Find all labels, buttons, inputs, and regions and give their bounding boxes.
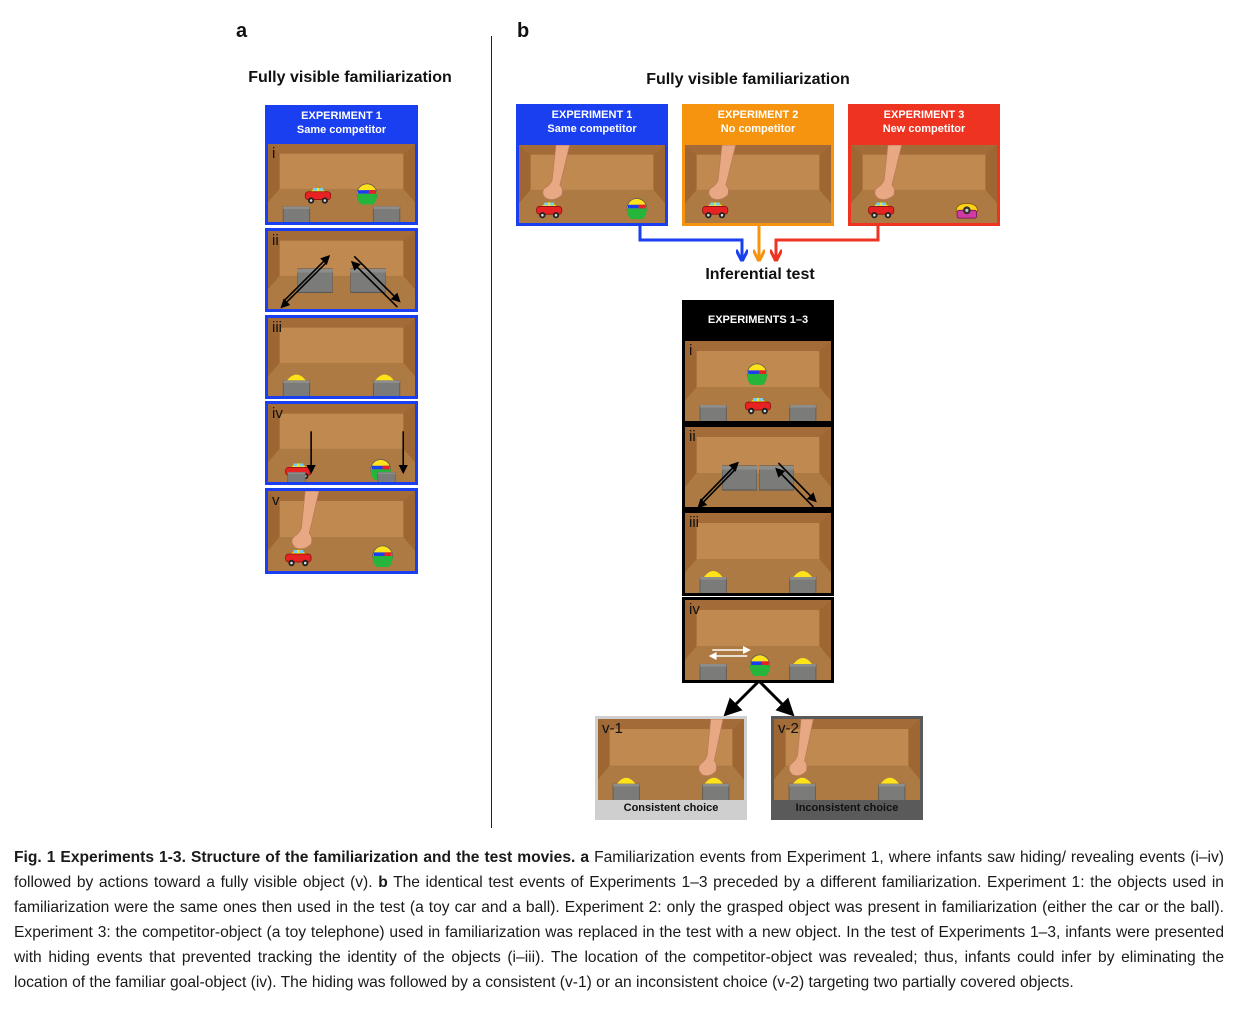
panel-a-heading: Fully visible familiarization [248,69,452,86]
choice-caption: Consistent choice [598,800,744,817]
arrow-to-consistent [723,680,760,717]
caption-a-label: a [580,849,590,866]
experiment-condition: Same competitor [547,123,637,135]
frame-number: iv [689,601,700,618]
choice-caption: Inconsistent choice [774,800,920,817]
experiment-title: EXPERIMENT 1 [551,109,633,121]
frame-test-ii: ii [682,424,834,510]
caption-title: Fig. 1 Experiments 1-3. Structure of the… [14,849,576,866]
frame-experiment-1 [516,142,668,226]
caption-a-text: Familiarization events from Experiment 1… [14,849,1224,891]
experiment-title: EXPERIMENT 2 [717,109,799,121]
frame-a-iv: iv [265,401,418,485]
frame-test-i: i [682,338,834,424]
experiment-arrows [638,226,880,270]
choice-label: v-1 [602,720,623,737]
test-experiments-header: EXPERIMENTS 1–3 [682,300,834,340]
frame-choice-inconsistent: v-2 Inconsistent choice [771,716,923,820]
panel-a-letter: a [236,20,248,42]
experiment-condition: No competitor [720,123,796,135]
figure-caption: Fig. 1 Experiments 1-3. Structure of the… [14,845,1224,995]
arrow-experiment-1 [638,226,742,258]
frame-number: v [272,492,280,509]
frame-number: ii [689,428,696,445]
frame-number: ii [272,232,279,249]
frame-test-iii: iii [682,510,834,596]
experiment-condition: Same competitor [296,124,387,136]
panel-divider [491,36,492,828]
inferential-test-heading: Inferential test [705,266,815,283]
experiment-1-header: EXPERIMENT 1 Same competitor [516,104,668,144]
frame-number: iii [689,514,699,531]
frame-number: iii [272,319,282,336]
panel-a-experiment-header: EXPERIMENT 1 Same competitor [265,105,418,143]
caption-b-text: The identical test events of Experiments… [14,874,1224,991]
arrow-experiment-3 [776,226,880,258]
experiment-3-header: EXPERIMENT 3 New competitor [848,104,1000,144]
frame-a-iii: iii [265,315,418,399]
frame-number: i [272,145,276,162]
panel-b-heading: Fully visible familiarization [646,71,850,88]
frame-test-iv: iv [682,597,834,683]
frame-a-i: i [265,141,418,225]
frame-a-v: v [265,488,418,574]
experiment-title: EXPERIMENT 3 [883,109,965,121]
frame-choice-consistent: v-1 Consistent choice [595,716,747,820]
choice-arrows [723,680,795,717]
frame-number: iv [272,405,283,422]
experiment-title: EXPERIMENT 1 [301,110,382,122]
frame-a-ii: ii [265,228,418,312]
choice-label: v-2 [778,720,799,737]
panel-b-letter: b [517,20,530,42]
experiment-2-header: EXPERIMENT 2 No competitor [682,104,834,144]
caption-b-label: b [378,874,388,891]
frame-number: i [689,342,693,359]
arrow-to-inconsistent [758,680,795,717]
frame-experiment-2 [682,142,834,226]
experiment-condition: New competitor [882,123,966,135]
frame-experiment-3 [848,142,1000,226]
